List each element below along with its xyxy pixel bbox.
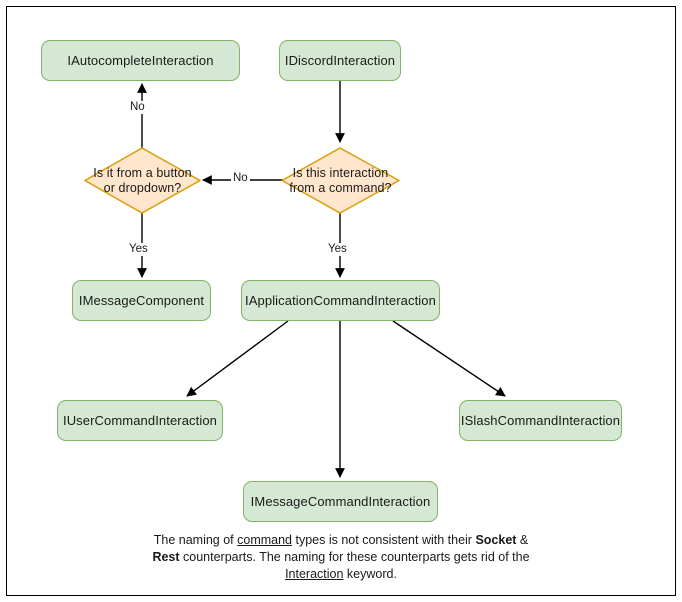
node-message-component[interactable]: IMessageComponent xyxy=(72,280,211,321)
node-decision-from-command[interactable]: Is this interaction from a command? xyxy=(282,148,399,213)
caption-line3-part1: counterparts gets rid of the xyxy=(380,550,530,564)
caption-line2-bold-rest: Rest xyxy=(152,550,180,564)
edge-label-no-vertical: No xyxy=(128,101,147,114)
node-label: IMessageCommandInteraction xyxy=(250,494,431,509)
caption-line1-underline: command xyxy=(237,533,293,547)
caption-line1-part2: types is not consistent with their xyxy=(292,533,472,547)
diagram-caption: The naming of command types is not consi… xyxy=(140,532,542,583)
caption-line2-bold-socket: Socket xyxy=(475,533,517,547)
edge-label-yes-right: Yes xyxy=(326,243,349,256)
caption-line3-underline: Interaction xyxy=(285,567,344,581)
caption-line1-part1: The naming of xyxy=(153,533,238,547)
node-label: IDiscordInteraction xyxy=(284,53,396,68)
caption-line2-rest: counterparts. The naming for these xyxy=(179,550,378,564)
edge-appcommand-to-slashcommand xyxy=(392,320,506,397)
edge-appcommand-to-usercommand xyxy=(186,320,289,397)
node-autocomplete-interaction[interactable]: IAutocompleteInteraction xyxy=(41,40,240,81)
node-slash-command-interaction[interactable]: ISlashCommandInteraction xyxy=(459,400,622,441)
node-label: IAutocompleteInteraction xyxy=(67,53,214,68)
node-label: IUserCommandInteraction xyxy=(62,413,218,428)
node-label: IApplicationCommandInteraction xyxy=(245,293,436,308)
node-decision-button-or-dropdown[interactable]: Is it from a button or dropdown? xyxy=(85,148,200,213)
node-discord-interaction[interactable]: IDiscordInteraction xyxy=(279,40,401,81)
caption-line3-part2: keyword. xyxy=(343,567,397,581)
node-user-command-interaction[interactable]: IUserCommandInteraction xyxy=(57,400,223,441)
edge-label-no-horizontal: No xyxy=(231,172,250,185)
node-label: ISlashCommandInteraction xyxy=(460,413,621,428)
edge-label-yes-left: Yes xyxy=(127,243,150,256)
caption-line2-amp: & xyxy=(516,533,529,547)
node-label: Is this interaction from a command? xyxy=(289,165,392,195)
node-label: IMessageComponent xyxy=(78,293,205,308)
node-message-command-interaction[interactable]: IMessageCommandInteraction xyxy=(243,481,438,522)
node-label: Is it from a button or dropdown? xyxy=(93,165,192,195)
node-application-command-interaction[interactable]: IApplicationCommandInteraction xyxy=(241,280,440,321)
